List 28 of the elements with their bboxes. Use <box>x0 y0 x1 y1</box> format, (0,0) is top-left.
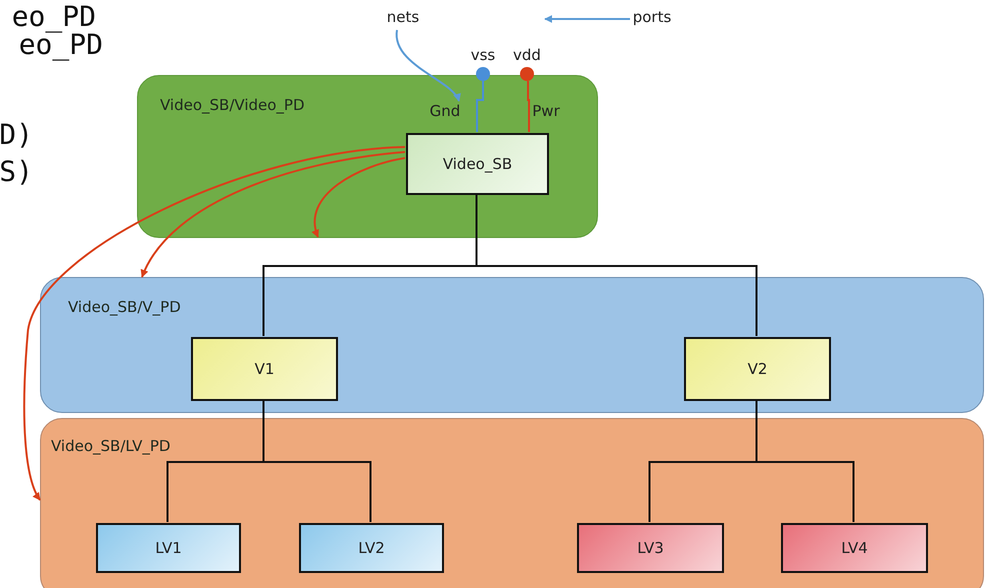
block-box: LV2 <box>299 523 444 573</box>
net-label: Gnd <box>430 102 460 120</box>
domain-label: Video_SB/Video_PD <box>160 96 305 114</box>
arrow <box>544 15 630 23</box>
block-box: LV3 <box>577 523 724 573</box>
block-box: Video_SB <box>406 133 549 195</box>
net-label: nets <box>386 8 420 26</box>
connector-line <box>527 81 530 132</box>
cropped-text: D) <box>0 118 33 151</box>
power-domain-band <box>40 277 984 413</box>
net-label: Pwr <box>532 102 560 120</box>
arrow <box>141 151 406 278</box>
arrow <box>23 146 406 501</box>
port-label: vss <box>470 46 496 64</box>
power-domain-band <box>137 75 598 238</box>
domain-label: Video_SB/LV_PD <box>51 437 170 455</box>
block-box: LV1 <box>96 523 241 573</box>
connector-line <box>476 81 484 132</box>
block-box: V1 <box>191 337 338 401</box>
arrow <box>396 30 460 102</box>
net-label: ports <box>632 8 672 26</box>
cropped-text: S) <box>0 155 33 188</box>
block-box: V2 <box>684 337 831 401</box>
port-label: vdd <box>513 46 541 64</box>
block-box: LV4 <box>781 523 928 573</box>
domain-label: Video_SB/V_PD <box>68 298 181 316</box>
power-domain-band <box>40 418 984 588</box>
arrow <box>312 157 406 238</box>
